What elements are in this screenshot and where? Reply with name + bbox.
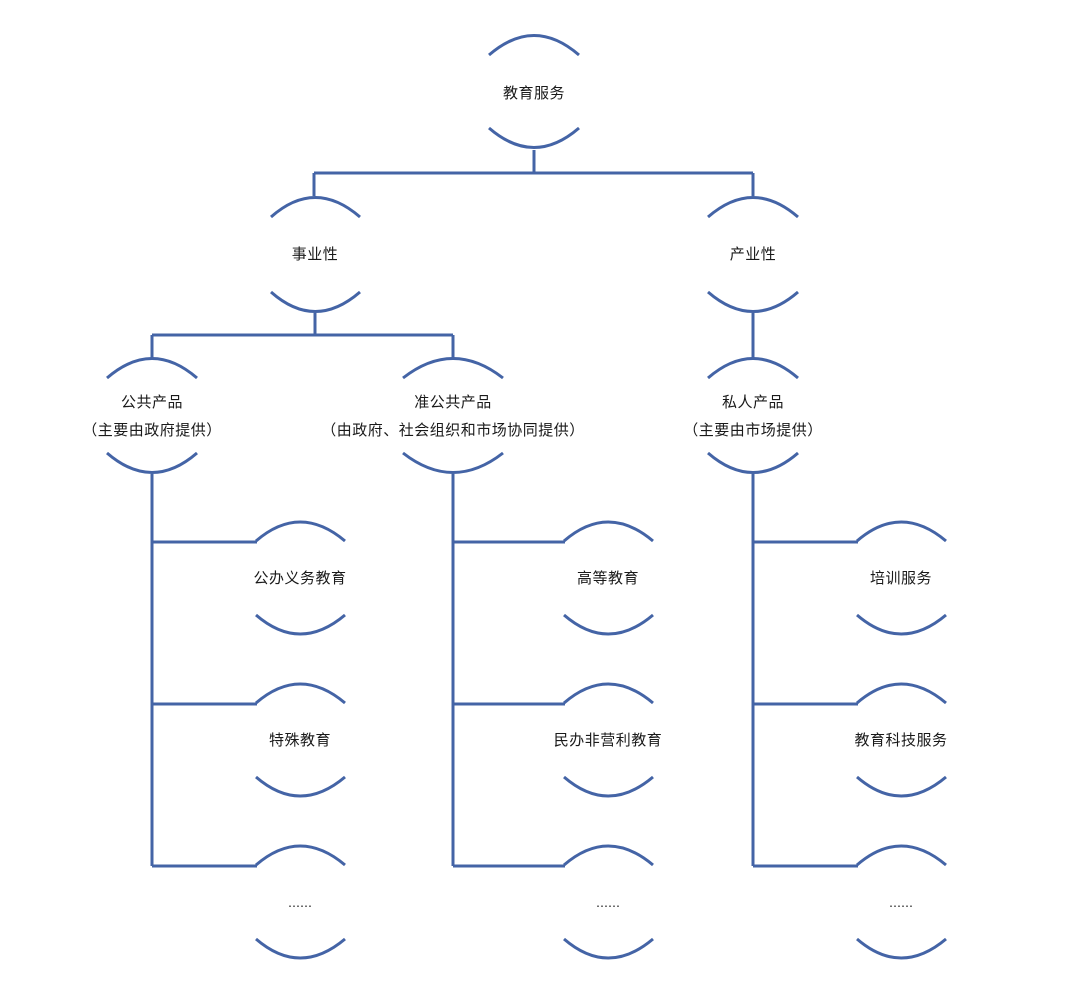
node-quasi-public-top-arc: [402, 357, 504, 380]
leaf-public-0-top-arc: [255, 520, 346, 543]
node-private-product: 私人产品 （主要由市场提供）: [683, 357, 823, 474]
leaf-private-1: 教育科技服务: [854, 682, 947, 798]
leaf-private-0-bottom-arc: [856, 613, 947, 636]
node-public-bottom-arc: [106, 451, 198, 474]
node-private-bottom-arc: [707, 451, 799, 474]
leaf-public-2-bottom-arc: [255, 937, 346, 960]
connector-root-to-level1: [312, 150, 755, 196]
leaf-public-0-label: 公办义务教育: [253, 569, 346, 587]
leaf-private-1-top-arc: [856, 682, 947, 705]
connector-public-branch: [150, 474, 257, 868]
leaf-private-2: ……: [856, 844, 947, 960]
node-root-bottom-arc: [488, 126, 580, 149]
leaf-quasi-public-1: 民办非营利教育: [554, 682, 663, 798]
leaf-quasi-public-0-top-arc: [563, 520, 654, 543]
leaf-public-1-bottom-arc: [255, 775, 346, 798]
connector-shiye-to-products: [150, 313, 455, 358]
leaf-public-2-top-arc: [255, 844, 346, 867]
leaf-quasi-public-1-label: 民办非营利教育: [554, 731, 663, 749]
node-chanye: 产业性: [707, 196, 799, 313]
node-chanye-label: 产业性: [730, 245, 777, 263]
leaf-quasi-public-2: ……: [563, 844, 654, 960]
node-shiye-bottom-arc: [270, 290, 361, 313]
node-quasi-public-note: （由政府、社会组织和市场协同提供）: [321, 421, 585, 439]
leaf-quasi-public-2-label: ……: [596, 896, 620, 910]
node-root: 教育服务: [488, 34, 580, 149]
node-root-label: 教育服务: [503, 84, 565, 102]
leaf-public-0-bottom-arc: [255, 613, 346, 636]
leaf-private-0-top-arc: [856, 520, 947, 543]
node-quasi-public-label: 准公共产品: [414, 393, 492, 411]
node-shiye: 事业性: [270, 196, 361, 313]
leaf-private-1-bottom-arc: [856, 775, 947, 798]
node-shiye-top-arc: [270, 196, 361, 219]
leaf-public-1-label: 特殊教育: [269, 731, 331, 749]
leaf-private-0-label: 培训服务: [870, 569, 932, 587]
leaf-quasi-public-2-top-arc: [563, 844, 654, 867]
node-public-top-arc: [106, 357, 198, 380]
leaf-quasi-public-1-top-arc: [563, 682, 654, 705]
leaf-quasi-public-0-bottom-arc: [563, 613, 654, 636]
node-public-label: 公共产品: [121, 393, 183, 411]
leaf-private-1-label: 教育科技服务: [854, 731, 947, 749]
node-public-note: （主要由政府提供）: [82, 421, 222, 439]
leaf-public-1: 特殊教育: [255, 682, 346, 798]
leaf-quasi-public-0-label: 高等教育: [577, 569, 639, 587]
node-shiye-label: 事业性: [292, 245, 339, 263]
connectors: [150, 150, 858, 868]
connector-private-branch: [751, 474, 858, 868]
leaf-public-2-label: ……: [288, 896, 312, 910]
node-chanye-bottom-arc: [707, 290, 799, 313]
leaf-private-2-label: ……: [889, 896, 913, 910]
leaf-private-2-top-arc: [856, 844, 947, 867]
leaf-quasi-public-2-bottom-arc: [563, 937, 654, 960]
leaf-public-0: 公办义务教育: [253, 520, 346, 636]
node-private-note: （主要由市场提供）: [683, 421, 823, 439]
node-quasi-public-bottom-arc: [402, 451, 504, 474]
node-public-product: 公共产品 （主要由政府提供）: [82, 357, 222, 474]
node-private-label: 私人产品: [722, 393, 784, 411]
node-root-top-arc: [488, 34, 580, 57]
connector-quasi-public-branch: [451, 474, 565, 868]
leaf-quasi-public-1-bottom-arc: [563, 775, 654, 798]
node-quasi-public-product: 准公共产品 （由政府、社会组织和市场协同提供）: [321, 357, 585, 474]
leaf-quasi-public-0: 高等教育: [563, 520, 654, 636]
leaf-public-1-top-arc: [255, 682, 346, 705]
leaf-public-2: ……: [255, 844, 346, 960]
node-chanye-top-arc: [707, 196, 799, 219]
leaf-private-0: 培训服务: [856, 520, 947, 636]
leaf-private-2-bottom-arc: [856, 937, 947, 960]
node-private-top-arc: [707, 357, 799, 380]
